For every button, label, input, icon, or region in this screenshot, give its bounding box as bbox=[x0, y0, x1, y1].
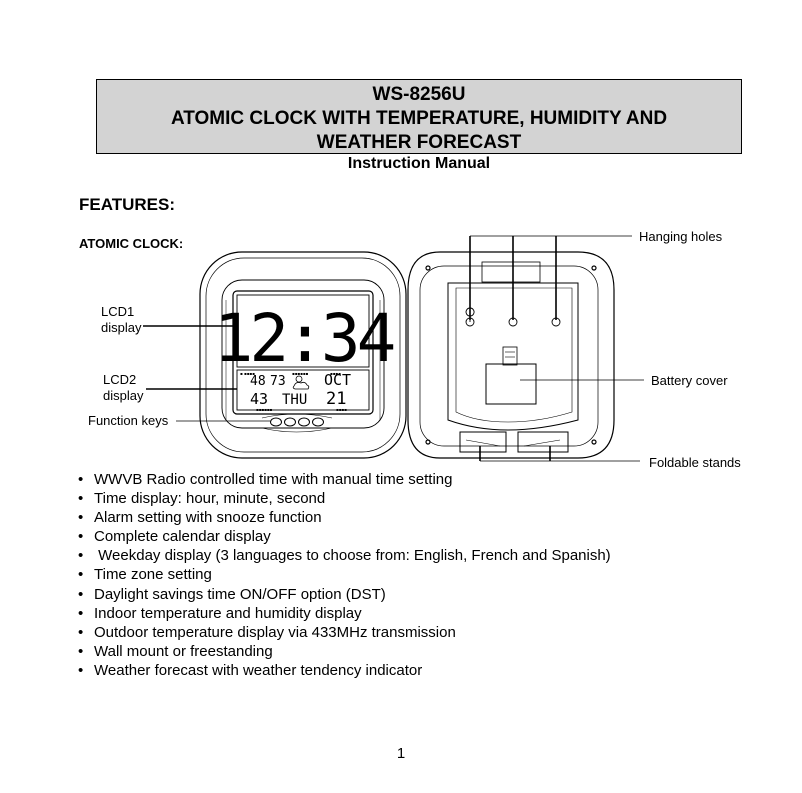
list-item: WWVB Radio controlled time with manual t… bbox=[76, 470, 611, 489]
title-line-2: ATOMIC CLOCK WITH TEMPERATURE, HUMIDITY … bbox=[170, 108, 668, 129]
clock-front bbox=[199, 251, 407, 459]
features-heading: FEATURES: bbox=[79, 195, 176, 214]
callout-lines-back bbox=[469, 235, 644, 462]
list-item: Time zone setting bbox=[76, 565, 611, 584]
lcd1-callout: LCD1 display bbox=[101, 304, 141, 336]
hanging-holes-label: Hanging holes bbox=[639, 229, 723, 244]
title-line-3: WEATHER FORECAST bbox=[316, 132, 522, 153]
lcd2-callout: LCD2 display bbox=[103, 372, 143, 404]
model-number: WS-8256U bbox=[372, 84, 466, 105]
lcd1-label-2: display bbox=[101, 320, 142, 335]
function-keys bbox=[261, 413, 333, 433]
list-item: Outdoor temperature display via 433MHz t… bbox=[76, 623, 611, 642]
page-number: 1 bbox=[396, 745, 406, 762]
list-item: Complete calendar display bbox=[76, 527, 611, 546]
lcd2-label-2: display bbox=[103, 388, 144, 403]
svg-text:▪▪▪▪▪▪: ▪▪▪▪▪▪ bbox=[292, 371, 309, 376]
lcd2-readouts: 48 73 OCT 43 THU 21 bbox=[250, 371, 351, 409]
list-item: Daylight savings time ON/OFF option (DST… bbox=[76, 585, 611, 604]
lcd2-weekday: THU bbox=[282, 392, 307, 408]
lcd2-month: OCT bbox=[324, 371, 351, 389]
lcd2-outdoor-temp: 43 bbox=[250, 390, 268, 408]
list-item: Weekday display (3 languages to choose f… bbox=[76, 546, 611, 565]
title-box: WS-8256U ATOMIC CLOCK WITH TEMPERATURE, … bbox=[96, 79, 742, 154]
list-item: Weather forecast with weather tendency i… bbox=[76, 661, 611, 680]
lcd1-label: LCD1 bbox=[101, 304, 135, 319]
lcd2-day: 21 bbox=[326, 389, 346, 409]
battery-cover-label: Battery cover bbox=[651, 373, 728, 388]
lcd2-indoor-humidity: 73 bbox=[270, 374, 286, 389]
svg-text:▪▪▪▪: ▪▪▪▪ bbox=[330, 371, 341, 376]
lcd1-time: 12:34 bbox=[214, 300, 394, 377]
weather-icon bbox=[292, 375, 310, 390]
feature-list: WWVB Radio controlled time with manual t… bbox=[76, 470, 611, 680]
function-keys-label: Function keys bbox=[88, 413, 169, 428]
list-item: Alarm setting with snooze function bbox=[76, 508, 611, 527]
svg-text:▪ ▪▪▪▪: ▪ ▪▪▪▪ bbox=[240, 371, 255, 376]
callout-lines-front bbox=[143, 325, 270, 422]
clock-back bbox=[407, 251, 615, 459]
lcd2-label: LCD2 bbox=[103, 372, 137, 387]
svg-text:▪▪▪▪▪▪: ▪▪▪▪▪▪ bbox=[256, 407, 273, 412]
list-item: Wall mount or freestanding bbox=[76, 642, 611, 661]
lcd2-indoor-temp: 48 bbox=[250, 374, 266, 389]
list-item: Indoor temperature and humidity display bbox=[76, 604, 611, 623]
atomic-clock-heading: ATOMIC CLOCK: bbox=[79, 236, 184, 251]
manual-subtitle: Instruction Manual bbox=[347, 155, 491, 172]
svg-text:▪▪▪▪: ▪▪▪▪ bbox=[336, 407, 347, 412]
foldable-stands-label: Foldable stands bbox=[649, 455, 741, 470]
list-item: Time display: hour, minute, second bbox=[76, 489, 611, 508]
